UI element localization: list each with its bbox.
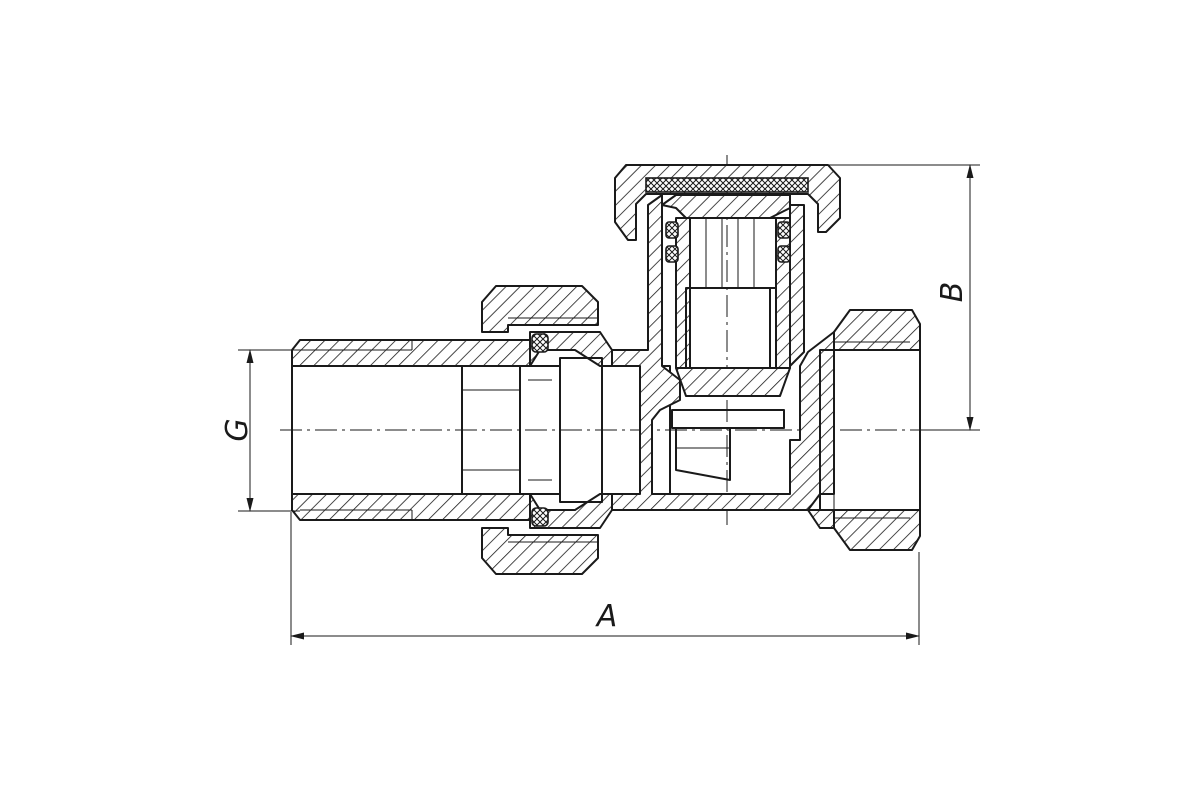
dimension-g-label: G [220,418,255,441]
bonnet-cap [614,164,841,241]
union-spigot [519,331,671,529]
tailpiece [291,339,531,521]
union-nut [481,285,599,575]
dimension-a-label: A [595,599,618,634]
dimension-a: A [290,512,920,645]
dimension-b: B [724,164,980,431]
gland-seals [665,221,791,263]
union-seal [531,333,549,527]
dimension-b-label: B [935,282,970,303]
outlet-socket [819,309,921,551]
dimension-g: G [220,349,300,512]
spindle [661,194,791,429]
valve-body [611,194,835,529]
